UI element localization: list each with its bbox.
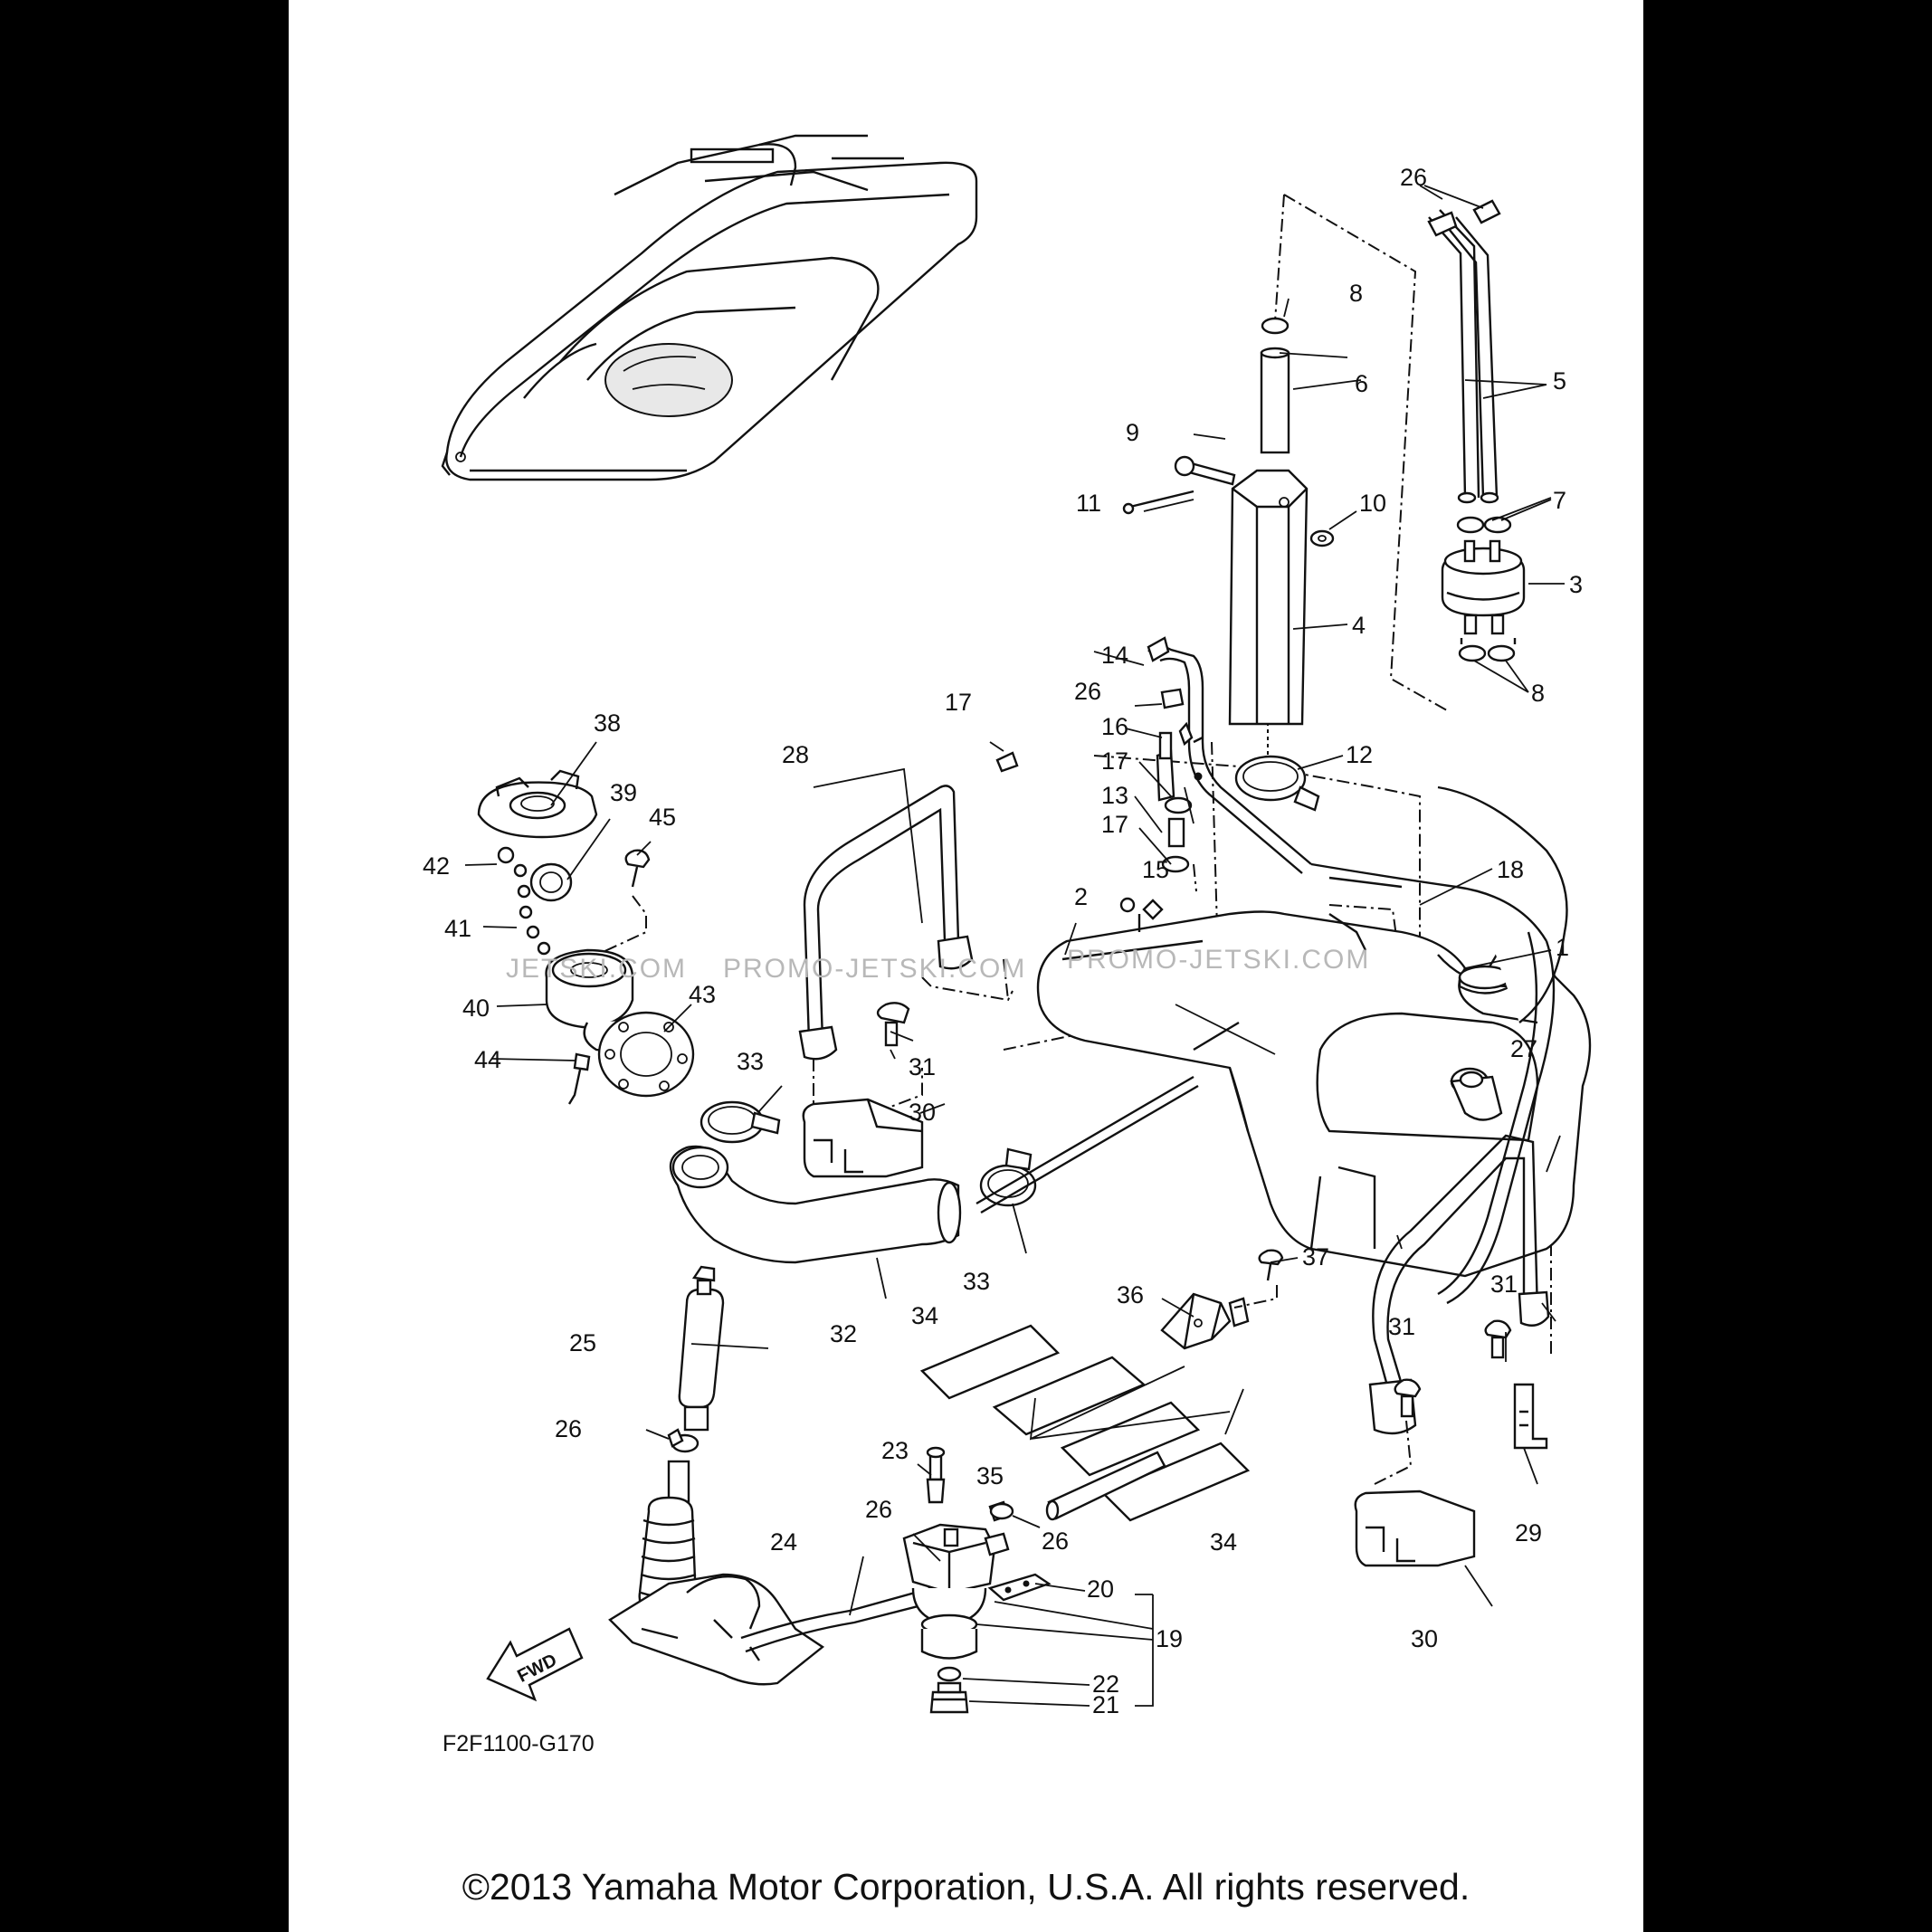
callout-25: 25 bbox=[569, 1329, 596, 1356]
callout-42: 42 bbox=[423, 852, 450, 880]
callout-39: 39 bbox=[610, 779, 637, 806]
callout-27: 27 bbox=[1510, 1035, 1537, 1062]
callout-numbers: 1 2 3 4 5 6 7 8 8 9 10 11 12 13 14 15 16… bbox=[423, 164, 1583, 1718]
watermark-right: PROMO-JETSKI.COM bbox=[1067, 945, 1370, 975]
callout-31-left: 31 bbox=[909, 1053, 936, 1080]
callout-5: 5 bbox=[1553, 367, 1566, 395]
fuel-cock-assembly bbox=[608, 1265, 1166, 1714]
callout-21: 21 bbox=[1092, 1691, 1119, 1718]
callout-13: 13 bbox=[1101, 782, 1128, 809]
callout-19: 19 bbox=[1156, 1625, 1183, 1652]
callout-6: 6 bbox=[1355, 370, 1368, 397]
callout-32: 32 bbox=[830, 1320, 857, 1347]
callout-17-b: 17 bbox=[1101, 747, 1128, 775]
filler-cap-assembly bbox=[477, 769, 695, 1105]
drawing-code: F2F1100-G170 bbox=[443, 1731, 595, 1756]
callout-45: 45 bbox=[649, 804, 676, 831]
callout-26-cock-left: 26 bbox=[865, 1496, 892, 1523]
callout-29: 29 bbox=[1515, 1519, 1542, 1547]
watermark: JETSKI.COM PROMO-JETSKI.COM PROMO-JETSKI… bbox=[506, 945, 1370, 984]
sender-pipe-assembly bbox=[1122, 199, 1526, 812]
callout-38: 38 bbox=[594, 709, 621, 737]
callout-34-bottom: 34 bbox=[1210, 1528, 1237, 1556]
callout-43: 43 bbox=[689, 981, 716, 1008]
callout-18: 18 bbox=[1497, 856, 1524, 883]
filler-hose bbox=[669, 1075, 1199, 1264]
callout-31-right-b: 31 bbox=[1388, 1313, 1415, 1340]
callout-44: 44 bbox=[474, 1046, 501, 1073]
copyright-notice: ©2013 Yamaha Motor Corporation, U.S.A. A… bbox=[462, 1866, 1470, 1908]
callout-41: 41 bbox=[444, 915, 471, 942]
callout-26-top: 26 bbox=[1400, 164, 1427, 191]
callout-30-right: 30 bbox=[1411, 1625, 1438, 1652]
fuel-tank-body bbox=[1036, 910, 1592, 1278]
callout-28: 28 bbox=[782, 741, 809, 768]
parts-diagram-sheet: FWD JETSKI.COM PROMO-JETSKI.COM PROMO-JE… bbox=[289, 0, 1643, 1932]
callout-24: 24 bbox=[770, 1528, 797, 1556]
watermark-left: JETSKI.COM bbox=[506, 954, 687, 984]
callout-3: 3 bbox=[1569, 571, 1583, 598]
callout-12: 12 bbox=[1346, 741, 1373, 768]
callout-30-left: 30 bbox=[909, 1099, 936, 1126]
callout-1: 1 bbox=[1556, 934, 1569, 961]
callout-16: 16 bbox=[1101, 713, 1128, 740]
leader-lines bbox=[464, 185, 1565, 1707]
watercraft-overview-illustration bbox=[441, 134, 978, 481]
callout-7: 7 bbox=[1553, 487, 1566, 514]
callout-17-c: 17 bbox=[1101, 811, 1128, 838]
callout-15: 15 bbox=[1142, 856, 1169, 883]
fuel-tank-exploded-diagram: FWD JETSKI.COM PROMO-JETSKI.COM PROMO-JE… bbox=[423, 134, 1592, 1756]
callout-22: 22 bbox=[1092, 1670, 1119, 1698]
tank-bracket-left bbox=[798, 785, 1014, 1178]
callout-4: 4 bbox=[1352, 612, 1366, 639]
callout-36: 36 bbox=[1117, 1281, 1144, 1309]
callout-33-left: 33 bbox=[737, 1048, 764, 1075]
callout-26-vent: 26 bbox=[1074, 678, 1101, 705]
callout-33-right: 33 bbox=[963, 1268, 990, 1295]
callout-31-right-a: 31 bbox=[1490, 1271, 1518, 1298]
callout-40: 40 bbox=[462, 995, 490, 1022]
callout-20: 20 bbox=[1087, 1575, 1114, 1603]
callout-37: 37 bbox=[1302, 1243, 1329, 1271]
callout-9: 9 bbox=[1126, 419, 1139, 446]
callout-14: 14 bbox=[1101, 642, 1128, 669]
callout-26-cock-right: 26 bbox=[1042, 1528, 1069, 1555]
callout-8-bottom: 8 bbox=[1531, 680, 1545, 707]
tank-pads bbox=[919, 1249, 1284, 1522]
tank-bracket-right bbox=[1354, 1134, 1550, 1567]
watermark-middle: PROMO-JETSKI.COM bbox=[723, 954, 1026, 984]
forward-arrow-icon: FWD bbox=[486, 1627, 584, 1702]
callout-2: 2 bbox=[1074, 883, 1088, 910]
callout-11: 11 bbox=[1076, 490, 1101, 517]
callout-35: 35 bbox=[976, 1462, 1004, 1489]
callout-23: 23 bbox=[881, 1437, 909, 1464]
callout-26-breather: 26 bbox=[555, 1415, 582, 1442]
vent-hose-assembly bbox=[995, 636, 1568, 1305]
callout-34-top: 34 bbox=[911, 1302, 938, 1329]
callout-8-top: 8 bbox=[1349, 280, 1363, 307]
callout-10: 10 bbox=[1359, 490, 1386, 517]
callout-17-a: 17 bbox=[945, 689, 972, 716]
